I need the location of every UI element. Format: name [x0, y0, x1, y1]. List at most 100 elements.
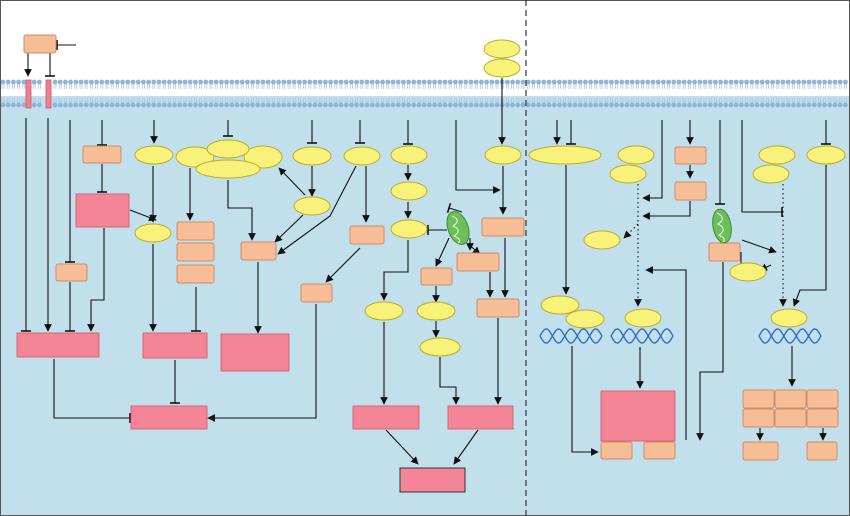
outcome-boxes	[16, 193, 676, 493]
outcome-box	[352, 405, 420, 430]
extracellular-space	[0, 0, 850, 80]
protein-box	[600, 441, 633, 460]
dna-helix-icon	[539, 328, 822, 344]
edge	[87, 228, 105, 332]
protein-box	[481, 217, 525, 237]
outcome-box	[600, 390, 676, 442]
edge	[277, 165, 357, 255]
molecule-ellipse	[609, 164, 647, 184]
molecule-ellipse	[583, 230, 621, 250]
protein-box	[806, 408, 839, 428]
edge	[325, 247, 361, 283]
molecule-ellipse	[390, 219, 428, 239]
cell-membrane-bilayer	[0, 79, 848, 108]
molecule-ellipse	[484, 145, 522, 165]
protein-box	[643, 441, 676, 460]
protein-box	[674, 181, 707, 201]
protein-box	[176, 264, 215, 284]
protein-box	[806, 441, 838, 461]
protein-box	[742, 408, 775, 428]
protein-box	[708, 242, 741, 262]
molecule-ellipse	[343, 146, 381, 166]
protein-box	[300, 283, 333, 303]
protein-box	[476, 298, 520, 318]
molecule-ellipse	[134, 145, 174, 165]
receptor-icon	[25, 79, 52, 109]
protein-box	[176, 242, 215, 262]
pathway-edges	[21, 40, 831, 465]
molecule-ellipse	[483, 39, 521, 59]
protein-box	[23, 34, 57, 54]
protein-box	[806, 389, 839, 409]
molecule-ellipse	[624, 308, 662, 328]
edge	[385, 429, 419, 465]
molecule-ellipse	[540, 295, 580, 315]
molecule-ellipse	[364, 301, 404, 321]
protein-box	[774, 389, 807, 409]
protein-box	[240, 241, 277, 261]
molecule-ellipse	[729, 262, 767, 282]
edge	[53, 359, 131, 423]
edge	[278, 167, 306, 196]
outcome-box	[16, 332, 100, 358]
molecule-ellipse	[758, 145, 796, 165]
molecule-ellipse	[806, 145, 846, 165]
protein-box	[349, 225, 385, 245]
protein-box	[456, 252, 500, 272]
edge	[792, 165, 827, 307]
edge	[439, 357, 460, 405]
molecule-ellipse	[292, 146, 332, 166]
protein-box	[674, 146, 707, 165]
edge	[645, 266, 687, 440]
edge	[642, 201, 691, 220]
molecule-ellipse	[243, 145, 283, 169]
protein-box	[82, 145, 122, 164]
protein-box	[176, 221, 215, 241]
molecule-ellipse	[390, 181, 428, 201]
molecule-ellipse	[175, 146, 215, 168]
edge	[455, 120, 501, 194]
outcome-box	[130, 405, 208, 430]
edge	[380, 240, 409, 301]
edge	[696, 262, 724, 441]
edge	[207, 304, 317, 422]
molecule-ellipse	[293, 196, 331, 216]
edge	[274, 214, 304, 243]
edge	[741, 120, 783, 217]
edge	[446, 203, 463, 213]
molecule-ellipse	[770, 308, 808, 328]
outcome-box	[220, 333, 290, 372]
molecule-ellipses	[134, 39, 846, 357]
molecule-ellipse	[195, 159, 261, 179]
edge	[453, 429, 479, 465]
protein-box	[742, 389, 775, 409]
molecule-ellipse	[390, 145, 428, 165]
outcome-box	[142, 332, 208, 359]
molecule-ellipse	[617, 145, 655, 165]
edge	[227, 180, 256, 241]
protein-boxes	[23, 34, 839, 461]
edge	[435, 237, 450, 267]
edge	[642, 120, 663, 202]
protein-box	[774, 408, 807, 428]
outcome-box	[447, 405, 514, 430]
molecule-ellipse	[206, 139, 250, 159]
edge	[741, 239, 777, 254]
edge	[571, 346, 599, 456]
molecule-ellipse	[416, 301, 456, 321]
mitochondrion-icon	[712, 208, 732, 244]
molecule-ellipse	[565, 309, 605, 329]
protein-box	[55, 263, 88, 282]
protein-box	[420, 267, 453, 286]
molecule-ellipse	[752, 164, 790, 184]
edge	[623, 223, 639, 239]
outcome-box	[75, 193, 130, 228]
molecule-ellipse	[134, 223, 172, 243]
mitochondrion-icon	[446, 211, 470, 245]
molecule-ellipse	[528, 145, 602, 165]
molecule-ellipse	[483, 58, 521, 78]
protein-box	[742, 441, 779, 461]
molecule-ellipse	[419, 337, 461, 357]
